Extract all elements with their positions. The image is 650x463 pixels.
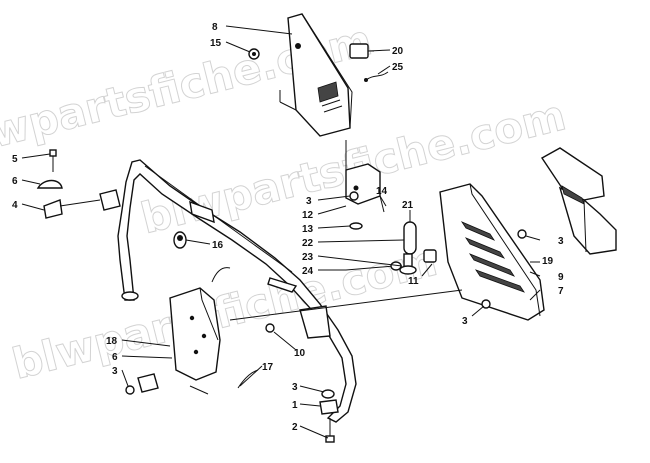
clip-6b xyxy=(137,373,159,393)
callout-4: 4 xyxy=(12,200,18,211)
nut-3d xyxy=(125,385,135,395)
callout-18: 18 xyxy=(106,336,118,347)
callout-13: 13 xyxy=(302,224,314,235)
callout-25: 25 xyxy=(392,62,404,73)
callout-11: 11 xyxy=(408,276,419,287)
callout-21: 21 xyxy=(402,200,414,211)
grommet-16 xyxy=(173,231,187,249)
callout-12: 12 xyxy=(302,210,314,221)
callout-10: 10 xyxy=(294,348,306,359)
callout-24: 24 xyxy=(302,266,314,277)
callout-labels: 8 15 20 25 5 6 4 3 12 14 21 13 22 23 24 … xyxy=(12,22,564,433)
callout-3e: 3 xyxy=(292,382,298,393)
callout-20: 20 xyxy=(392,46,404,57)
callout-3b: 3 xyxy=(558,236,564,247)
side-panel xyxy=(229,183,545,321)
bumper-frame xyxy=(117,159,357,423)
watermark-text-3: blwpartsfiche.com xyxy=(7,236,441,389)
grommet-10 xyxy=(265,323,275,333)
callout-16: 16 xyxy=(212,240,224,251)
callout-3: 3 xyxy=(306,196,312,207)
callout-1: 1 xyxy=(292,400,298,411)
callout-22: 22 xyxy=(302,238,314,249)
callout-3d: 3 xyxy=(112,366,118,377)
bolt-5 xyxy=(49,149,57,172)
callout-9: 9 xyxy=(558,272,564,283)
callout-2: 2 xyxy=(292,422,298,433)
clamp-4 xyxy=(43,199,101,219)
callout-5: 5 xyxy=(12,154,18,165)
nuts-3 xyxy=(349,191,527,309)
washer-13 xyxy=(349,222,363,230)
frame-tabs xyxy=(99,189,331,339)
upper-bracket xyxy=(279,13,353,137)
callout-8: 8 xyxy=(212,22,218,33)
nut-15 xyxy=(248,48,260,60)
lower-plate xyxy=(169,287,221,381)
callout-19: 19 xyxy=(542,256,554,267)
leader-lines xyxy=(21,25,541,439)
wire-25 xyxy=(364,71,389,82)
callout-6b: 6 xyxy=(112,352,118,363)
bottom-hardware xyxy=(319,389,339,443)
bushing-6 xyxy=(36,179,63,189)
callout-7: 7 xyxy=(558,286,564,297)
callout-3c: 3 xyxy=(462,316,468,327)
callout-17: 17 xyxy=(262,362,274,373)
callout-14: 14 xyxy=(376,186,388,197)
callout-15: 15 xyxy=(210,38,222,49)
foot-pad xyxy=(540,147,617,255)
callout-23: 23 xyxy=(302,252,314,263)
callout-6: 6 xyxy=(12,176,18,187)
throttle-lever xyxy=(399,221,437,275)
bolt-24 xyxy=(345,261,402,271)
